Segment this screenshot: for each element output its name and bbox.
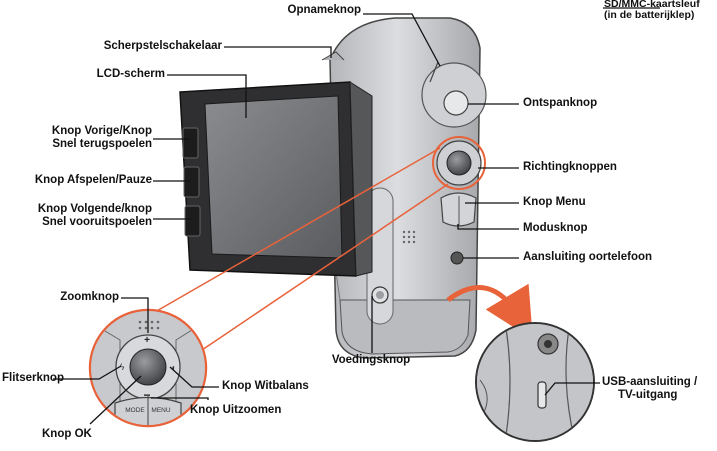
next-button-shape	[184, 205, 201, 237]
label-ok-button: Knop OK	[42, 428, 92, 440]
label-direction-buttons: Richtingknoppen	[523, 161, 617, 173]
flash-bolt-icon: ϟ	[120, 362, 125, 372]
menu-mark: MENU	[151, 407, 170, 414]
label-usb-port-line1: USB-aansluiting /	[602, 376, 698, 388]
lcd-panel	[179, 81, 373, 277]
previous-button-shape	[182, 127, 199, 159]
usb-port-shape	[537, 381, 547, 409]
label-lcd-screen: LCD-scherm	[96, 68, 165, 80]
label-shutter-button: Ontspanknop	[523, 97, 598, 109]
label-mode-button: Modusknop	[523, 222, 588, 234]
label-white-balance-button: Knop Witbalans	[222, 380, 309, 392]
label-play-pause-button: Knop Afspelen/Pauze	[34, 174, 152, 186]
label-menu-button: Knop Menu	[523, 196, 586, 208]
leader-lines	[53, 7, 660, 425]
label-zoom-out-button: Knop Uitzoomen	[190, 404, 282, 416]
label-flash-button: Flitserknop	[2, 372, 64, 384]
label-earphone-jack: Aansluiting oortelefoon	[523, 251, 653, 263]
zoom-plus-mark: +	[144, 335, 150, 346]
label-zoom-button: Zoomknop	[60, 291, 119, 303]
label-sd-card-slot-line1: SD/MMC-kaartsleuf	[604, 0, 700, 10]
lcd-screen	[204, 95, 343, 259]
label-usb-port-line2: TV-uitgang	[618, 389, 678, 401]
play-pause-button-shape	[183, 166, 200, 198]
label-next-button-line2: Snel vooruitspoelen	[42, 216, 152, 228]
label-focus-switch: Scherpstelschakelaar	[103, 40, 222, 52]
usb-inset	[446, 283, 595, 442]
white-balance-icon: ◐	[172, 363, 177, 372]
label-power-button: Voedingsknop	[331, 354, 411, 366]
label-record-button: Opnameknop	[287, 4, 361, 16]
curved-arrow-icon	[446, 283, 533, 340]
label-sd-card-slot-line2: (in de batterijklep)	[604, 9, 695, 21]
label-next-button-line1: Knop Volgende/knop	[37, 203, 152, 215]
mode-mark: MODE	[125, 407, 145, 414]
label-previous-button-line1: Knop Vorige/Knop	[51, 125, 152, 137]
zoom-minus-mark: −	[143, 388, 150, 402]
shutter-button-shape	[443, 90, 469, 116]
label-previous-button-line2: Snel terugspoelen	[52, 138, 152, 150]
